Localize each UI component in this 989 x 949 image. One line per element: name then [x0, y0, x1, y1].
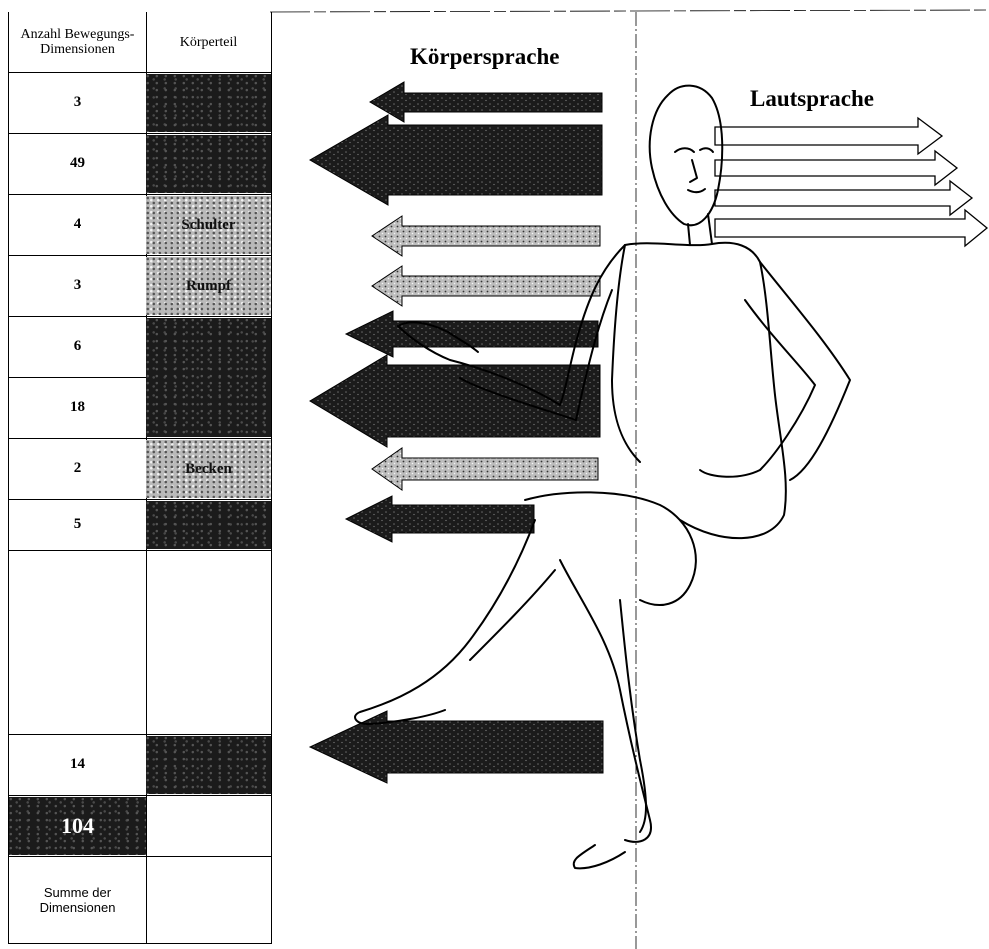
arrow-light [372, 448, 598, 490]
arrow-dark [346, 496, 534, 542]
top-border-line [270, 10, 989, 12]
body-language-arrows [310, 82, 603, 783]
arrow-dark [310, 115, 602, 205]
figure-torso [625, 243, 786, 538]
arrow-light [372, 216, 600, 256]
spoken-language-arrows [715, 118, 987, 246]
arrow-light [372, 266, 600, 306]
arrow-outline [715, 151, 957, 185]
arrow-dark [310, 711, 603, 783]
arrow-dark [370, 82, 602, 122]
arrow-dark [310, 355, 600, 447]
arrow-outline [715, 210, 987, 246]
figure-leg [525, 492, 696, 605]
arrow-outline [715, 181, 972, 215]
figure-head [650, 86, 723, 226]
arrow-outline [715, 118, 942, 154]
arrow-dark [346, 311, 598, 357]
